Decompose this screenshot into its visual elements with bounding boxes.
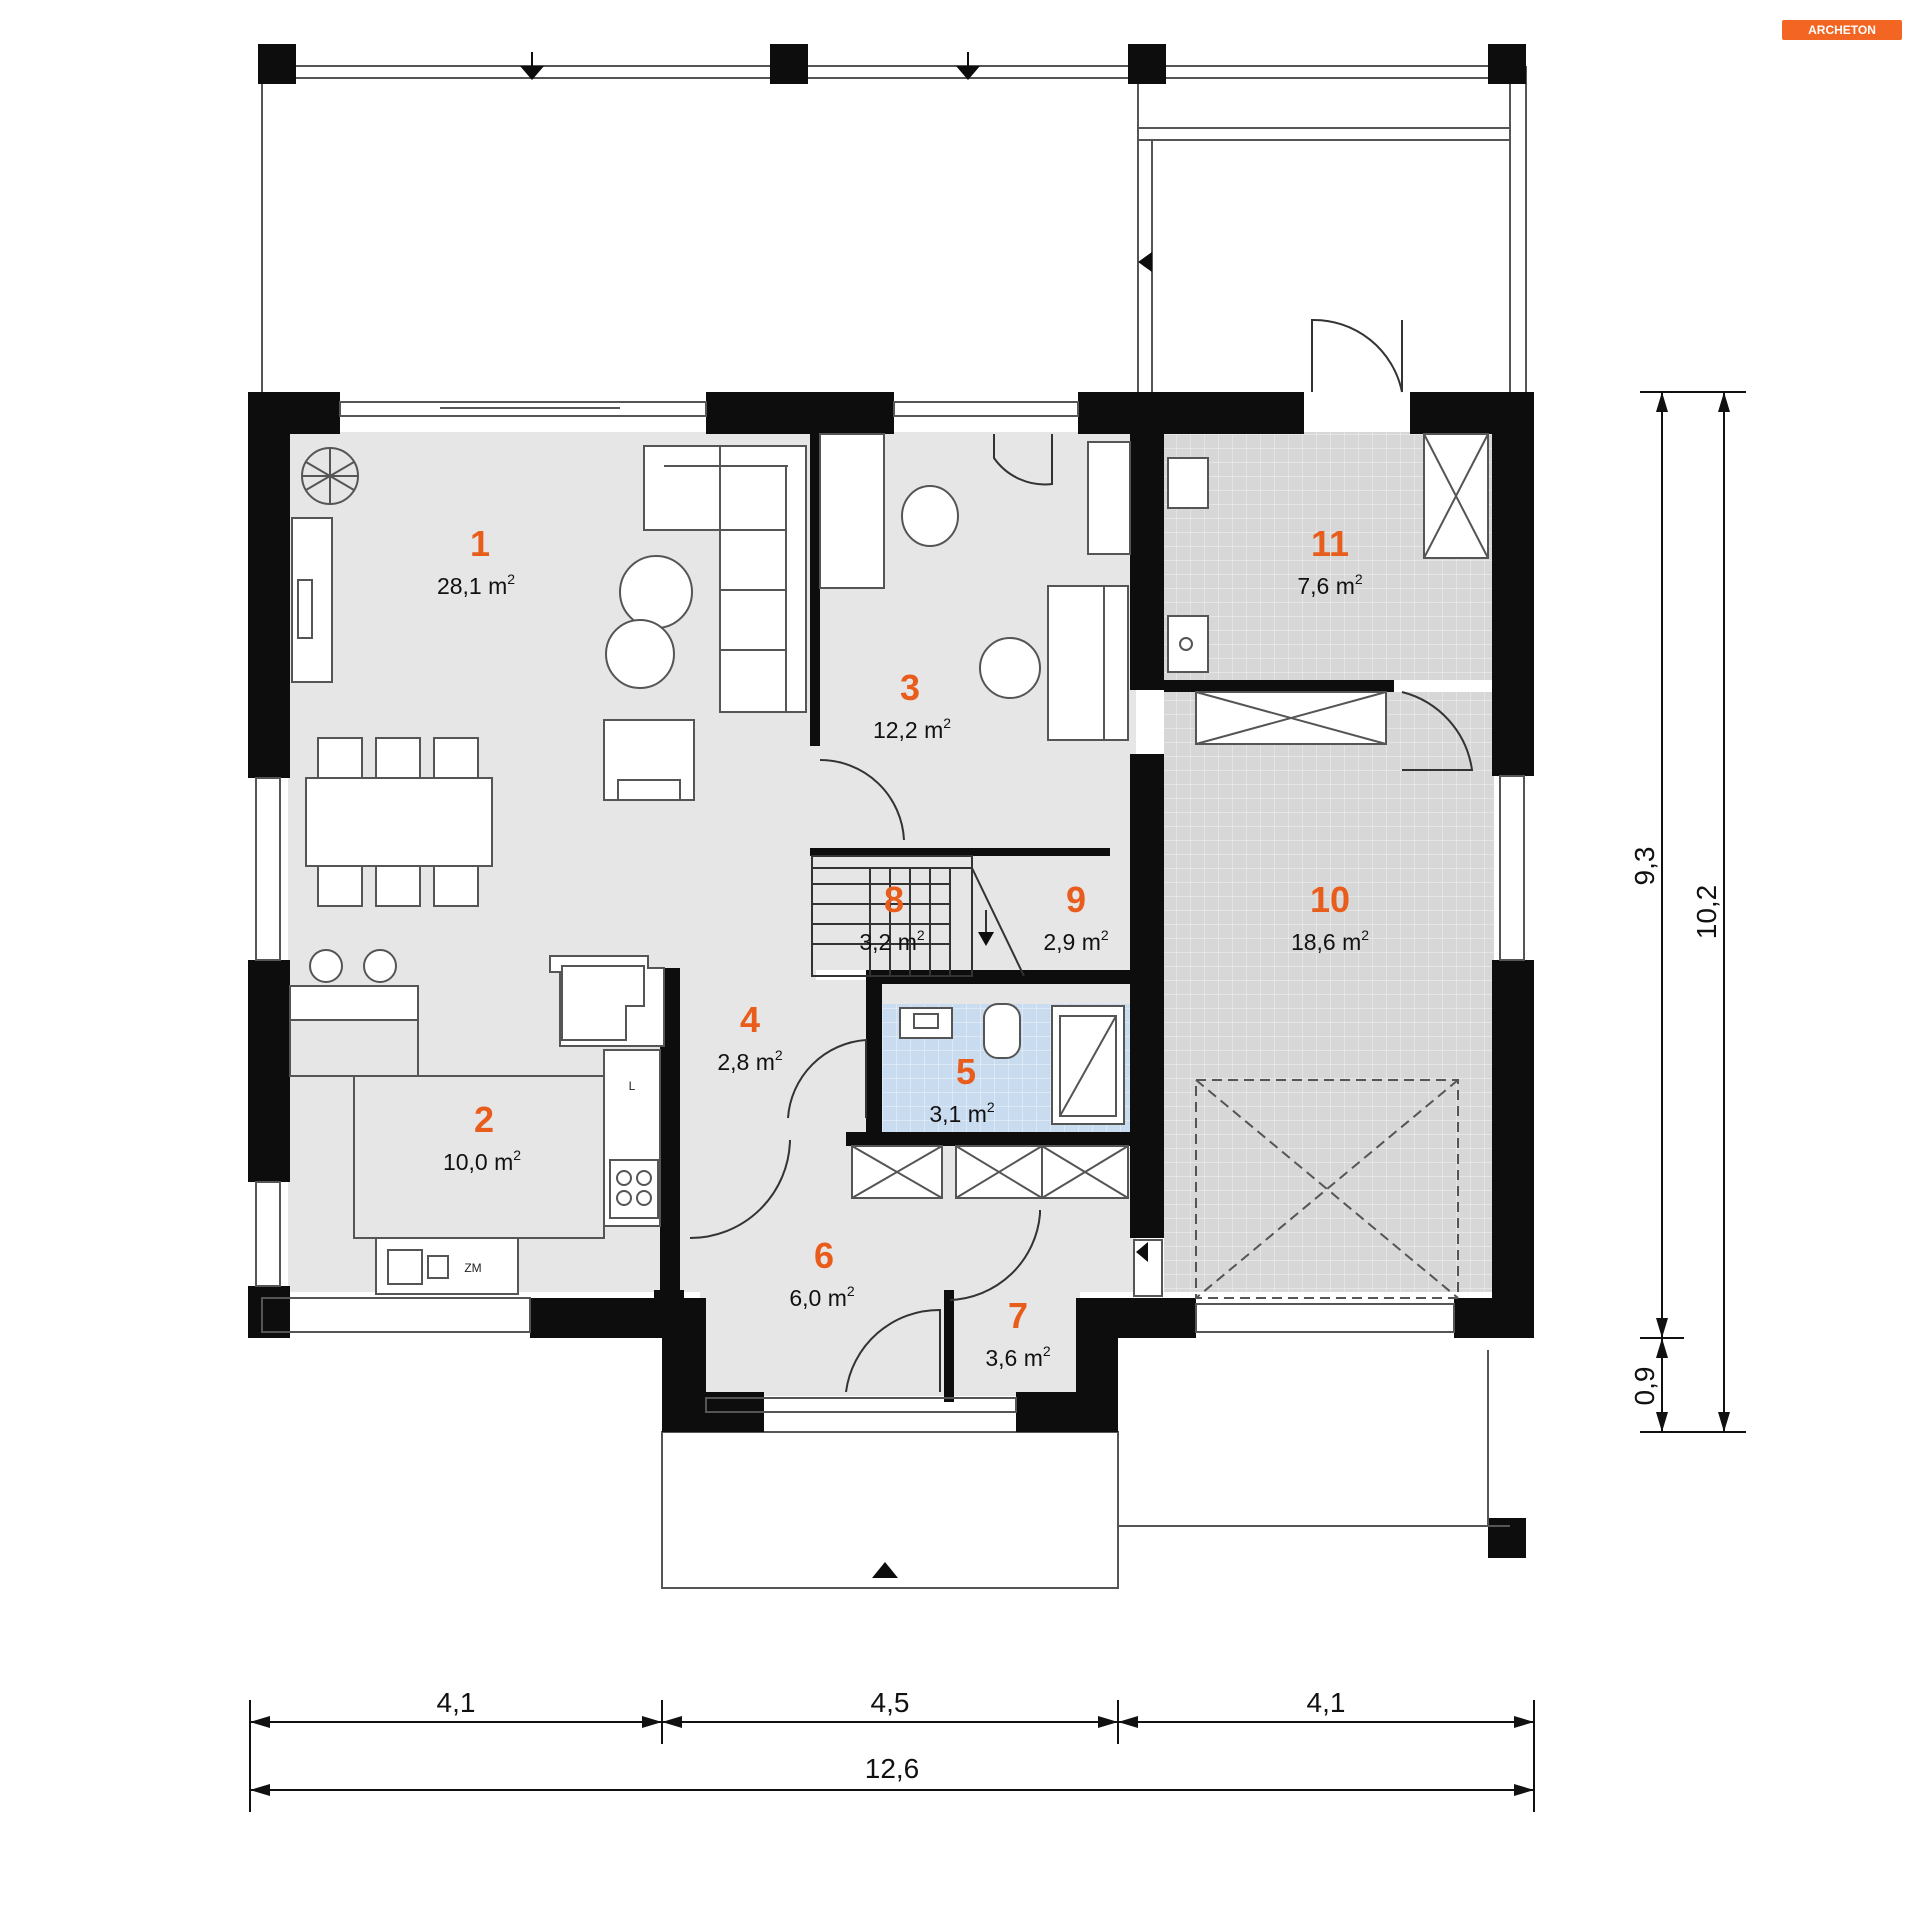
archeton-logo: ARCHETON [1782, 20, 1902, 40]
dim-right-total: 10,2 [1691, 885, 1722, 940]
room-10-area: 18,6 m2 [1291, 927, 1369, 955]
room-3-area: 12,2 m2 [873, 715, 951, 743]
room-2-area: 10,0 m2 [443, 1147, 521, 1175]
bottom-dimensions [249, 1700, 1535, 1812]
windows [255, 401, 1525, 1413]
room-7-number: 7 [1008, 1295, 1028, 1336]
fridge-label: L [629, 1079, 636, 1093]
room-3-number: 3 [900, 667, 920, 708]
entrance-arrow [872, 1562, 898, 1578]
room-9-area: 2,9 m2 [1043, 927, 1109, 955]
room-11-area: 7,6 m2 [1297, 571, 1363, 599]
room-5-number: 5 [956, 1051, 976, 1092]
right-dimensions [1640, 391, 1746, 1433]
room-10-number: 10 [1310, 879, 1350, 920]
doors [689, 318, 1474, 1393]
dim-bottom-2: 4,5 [871, 1687, 910, 1718]
room-4-number: 4 [740, 999, 760, 1040]
room-8-number: 8 [884, 879, 904, 920]
stairs [811, 855, 1025, 977]
terrace-arrows [520, 52, 1152, 272]
room-9-number: 9 [1066, 879, 1086, 920]
dim-right-1: 9,3 [1629, 847, 1660, 886]
room-5-area: 3,1 m2 [929, 1099, 995, 1127]
room-1-area: 28,1 m2 [437, 571, 515, 599]
terrace [261, 65, 1527, 395]
dim-bottom-1: 4,1 [437, 1687, 476, 1718]
zm-label: ZM [464, 1261, 481, 1275]
dim-bottom-total: 12,6 [865, 1753, 920, 1784]
dim-bottom-3: 4,1 [1307, 1687, 1346, 1718]
room-6-number: 6 [814, 1235, 834, 1276]
room-8-area: 3,2 m2 [859, 927, 925, 955]
room-2-number: 2 [474, 1099, 494, 1140]
dim-right-2: 0,9 [1629, 1367, 1660, 1406]
room-6-area: 6,0 m2 [789, 1283, 855, 1311]
room-labels: 1 28,1 m2 2 10,0 m2 3 12,2 m2 4 2,8 m2 5… [437, 523, 1369, 1371]
room-7-area: 3,6 m2 [985, 1343, 1051, 1371]
room-1-number: 1 [470, 523, 490, 564]
room-4-area: 2,8 m2 [717, 1047, 783, 1075]
garage-parking [1195, 1079, 1459, 1299]
logo-text: ARCHETON [1808, 23, 1876, 37]
terrace-posts [258, 44, 1526, 1558]
room-11-number: 11 [1311, 523, 1349, 564]
porch [661, 1350, 1510, 1589]
garage-door-arrow [1136, 1242, 1148, 1262]
furniture [289, 433, 1489, 1297]
stair-arrow [978, 932, 994, 946]
